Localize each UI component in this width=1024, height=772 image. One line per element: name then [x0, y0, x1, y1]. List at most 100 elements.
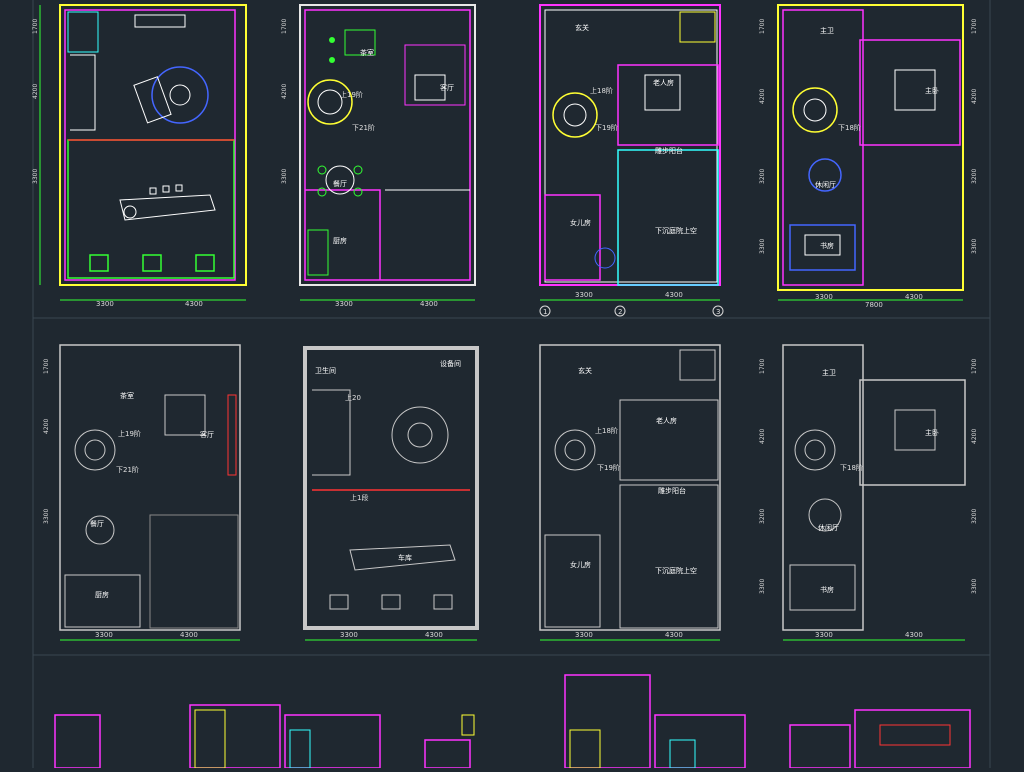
dim-4200: 4200	[971, 89, 978, 104]
dim-4200: 4200	[759, 89, 766, 104]
room-master-bed: 主卧	[925, 428, 939, 437]
dim-1700: 1700	[281, 19, 288, 34]
dim-3300: 3300	[340, 631, 358, 639]
panel-separators	[32, 0, 991, 768]
mid-plan-2: 卫生间 设备间 车库 上1段 上20 3300 4300	[303, 346, 479, 641]
stair-down-label: 上20	[345, 393, 361, 402]
top-plan-4: 主卫 主卧 休闲厅 书房 下18阶 3300 7800 4300 1700 42…	[759, 4, 978, 309]
dim-3300: 3300	[95, 631, 113, 639]
room-entry: 玄关	[575, 23, 589, 32]
dim-3300: 3300	[759, 579, 766, 594]
dim-3300: 3300	[971, 239, 978, 254]
dim-3200: 3200	[759, 169, 766, 184]
stair-up-label: 上19阶	[340, 90, 363, 99]
dim-4300: 4300	[420, 300, 438, 308]
dim-4300: 4300	[905, 293, 923, 301]
dim-4300: 4300	[665, 291, 683, 299]
top-plan-1: 3300 4300 1700 4200 3300	[32, 4, 247, 308]
axis-marker-1-label: 1	[543, 308, 547, 316]
room-daughter: 女儿房	[570, 560, 591, 569]
mid-plan-4: 主卫 主卧 休闲厅 书房 下18阶 3300 4300 1700 4200 32…	[759, 344, 978, 641]
room-daughter: 女儿房	[570, 218, 591, 227]
room-kitchen: 厨房	[333, 236, 347, 245]
dim-1700: 1700	[43, 359, 50, 374]
room-void: 下沉庭院上空	[655, 226, 697, 235]
stair-down-label: 下21阶	[352, 123, 375, 132]
room-void: 下沉庭院上空	[655, 566, 697, 575]
axis-marker-1	[539, 305, 551, 317]
room-entry: 玄关	[578, 366, 592, 375]
dim-4300: 4300	[185, 300, 203, 308]
stair-down-label: 下18阶	[838, 123, 861, 132]
dim-3300: 3300	[575, 291, 593, 299]
stair-down-label: 下21阶	[116, 465, 139, 474]
top-plan-3: 玄关 老人房 女儿房 下沉庭院上空 雕步阳台 上18阶 下19阶 3300 43…	[539, 4, 724, 317]
dim-3300: 3300	[43, 509, 50, 524]
room-dining: 餐厅	[90, 519, 104, 528]
room-master-bath: 主卫	[822, 368, 836, 377]
room-living: 客厅	[200, 430, 214, 439]
axis-marker-3	[712, 305, 724, 317]
stair-down-label: 下18阶	[840, 463, 863, 472]
axis-marker-2-label: 2	[618, 308, 622, 316]
mid-plan-3: 玄关 老人房 女儿房 下沉庭院上空 雕步阳台 上18阶 下19阶 3300 43…	[539, 344, 721, 641]
dim-1700: 1700	[759, 19, 766, 34]
stair-up-label: 上19阶	[118, 429, 141, 438]
room-kitchen: 厨房	[95, 590, 109, 599]
room-bathroom: 卫生间	[315, 366, 336, 375]
dim-3300: 3300	[759, 239, 766, 254]
room-master-bed: 主卧	[925, 86, 939, 95]
terrace-label: 雕步阳台	[658, 486, 686, 495]
dim-3200: 3200	[759, 509, 766, 524]
room-master-bath: 主卫	[820, 26, 834, 35]
dim-3300: 3300	[32, 169, 39, 184]
axis-marker-2	[614, 305, 626, 317]
dim-3300: 3300	[971, 579, 978, 594]
room-elder: 老人房	[656, 416, 677, 425]
top-plan-2: 茶室 客厅 餐厅 厨房 上19阶 下21阶 3300 4300 1700 420…	[281, 4, 476, 308]
terrace-label: 雕步阳台	[655, 146, 683, 155]
dim-3300: 3300	[815, 631, 833, 639]
dim-7800: 7800	[865, 301, 883, 309]
dim-3300: 3300	[815, 293, 833, 301]
dim-1700: 1700	[759, 359, 766, 374]
dim-3200: 3200	[971, 169, 978, 184]
dim-4300: 4300	[905, 631, 923, 639]
dim-4200: 4200	[32, 84, 39, 99]
room-elder: 老人房	[653, 78, 674, 87]
room-lounge: 休闲厅	[818, 523, 839, 532]
room-lounge: 休闲厅	[815, 180, 836, 189]
dim-4200: 4200	[971, 429, 978, 444]
dim-3300: 3300	[96, 300, 114, 308]
dim-4300: 4300	[665, 631, 683, 639]
stair-down-label: 下19阶	[597, 463, 620, 472]
room-dining: 餐厅	[333, 179, 347, 188]
room-study: 书房	[820, 585, 834, 594]
dim-3300: 3300	[335, 300, 353, 308]
dim-4200: 4200	[759, 429, 766, 444]
dim-3200: 3200	[971, 509, 978, 524]
room-living: 客厅	[440, 83, 454, 92]
dim-1700: 1700	[32, 19, 39, 34]
stair-up-label: 上1段	[350, 493, 368, 502]
dim-3300: 3300	[281, 169, 288, 184]
stair-up-label: 上18阶	[595, 426, 618, 435]
dim-4200: 4200	[281, 84, 288, 99]
room-study: 书房	[820, 241, 834, 250]
dim-1700: 1700	[971, 19, 978, 34]
axis-marker-3-label: 3	[716, 308, 720, 316]
dim-3300: 3300	[575, 631, 593, 639]
dim-4300: 4300	[180, 631, 198, 639]
dim-4200: 4200	[43, 419, 50, 434]
room-tea: 茶室	[360, 48, 374, 57]
room-tea: 茶室	[120, 391, 134, 400]
room-equipment: 设备间	[440, 359, 461, 368]
mid-plan-1: 茶室 客厅 餐厅 厨房 上19阶 下21阶 3300 4300 1700 420…	[43, 344, 241, 641]
room-garage: 车库	[398, 553, 412, 562]
stair-down-label: 下19阶	[595, 123, 618, 132]
dim-1700: 1700	[971, 359, 978, 374]
stair-up-label: 上18阶	[590, 86, 613, 95]
